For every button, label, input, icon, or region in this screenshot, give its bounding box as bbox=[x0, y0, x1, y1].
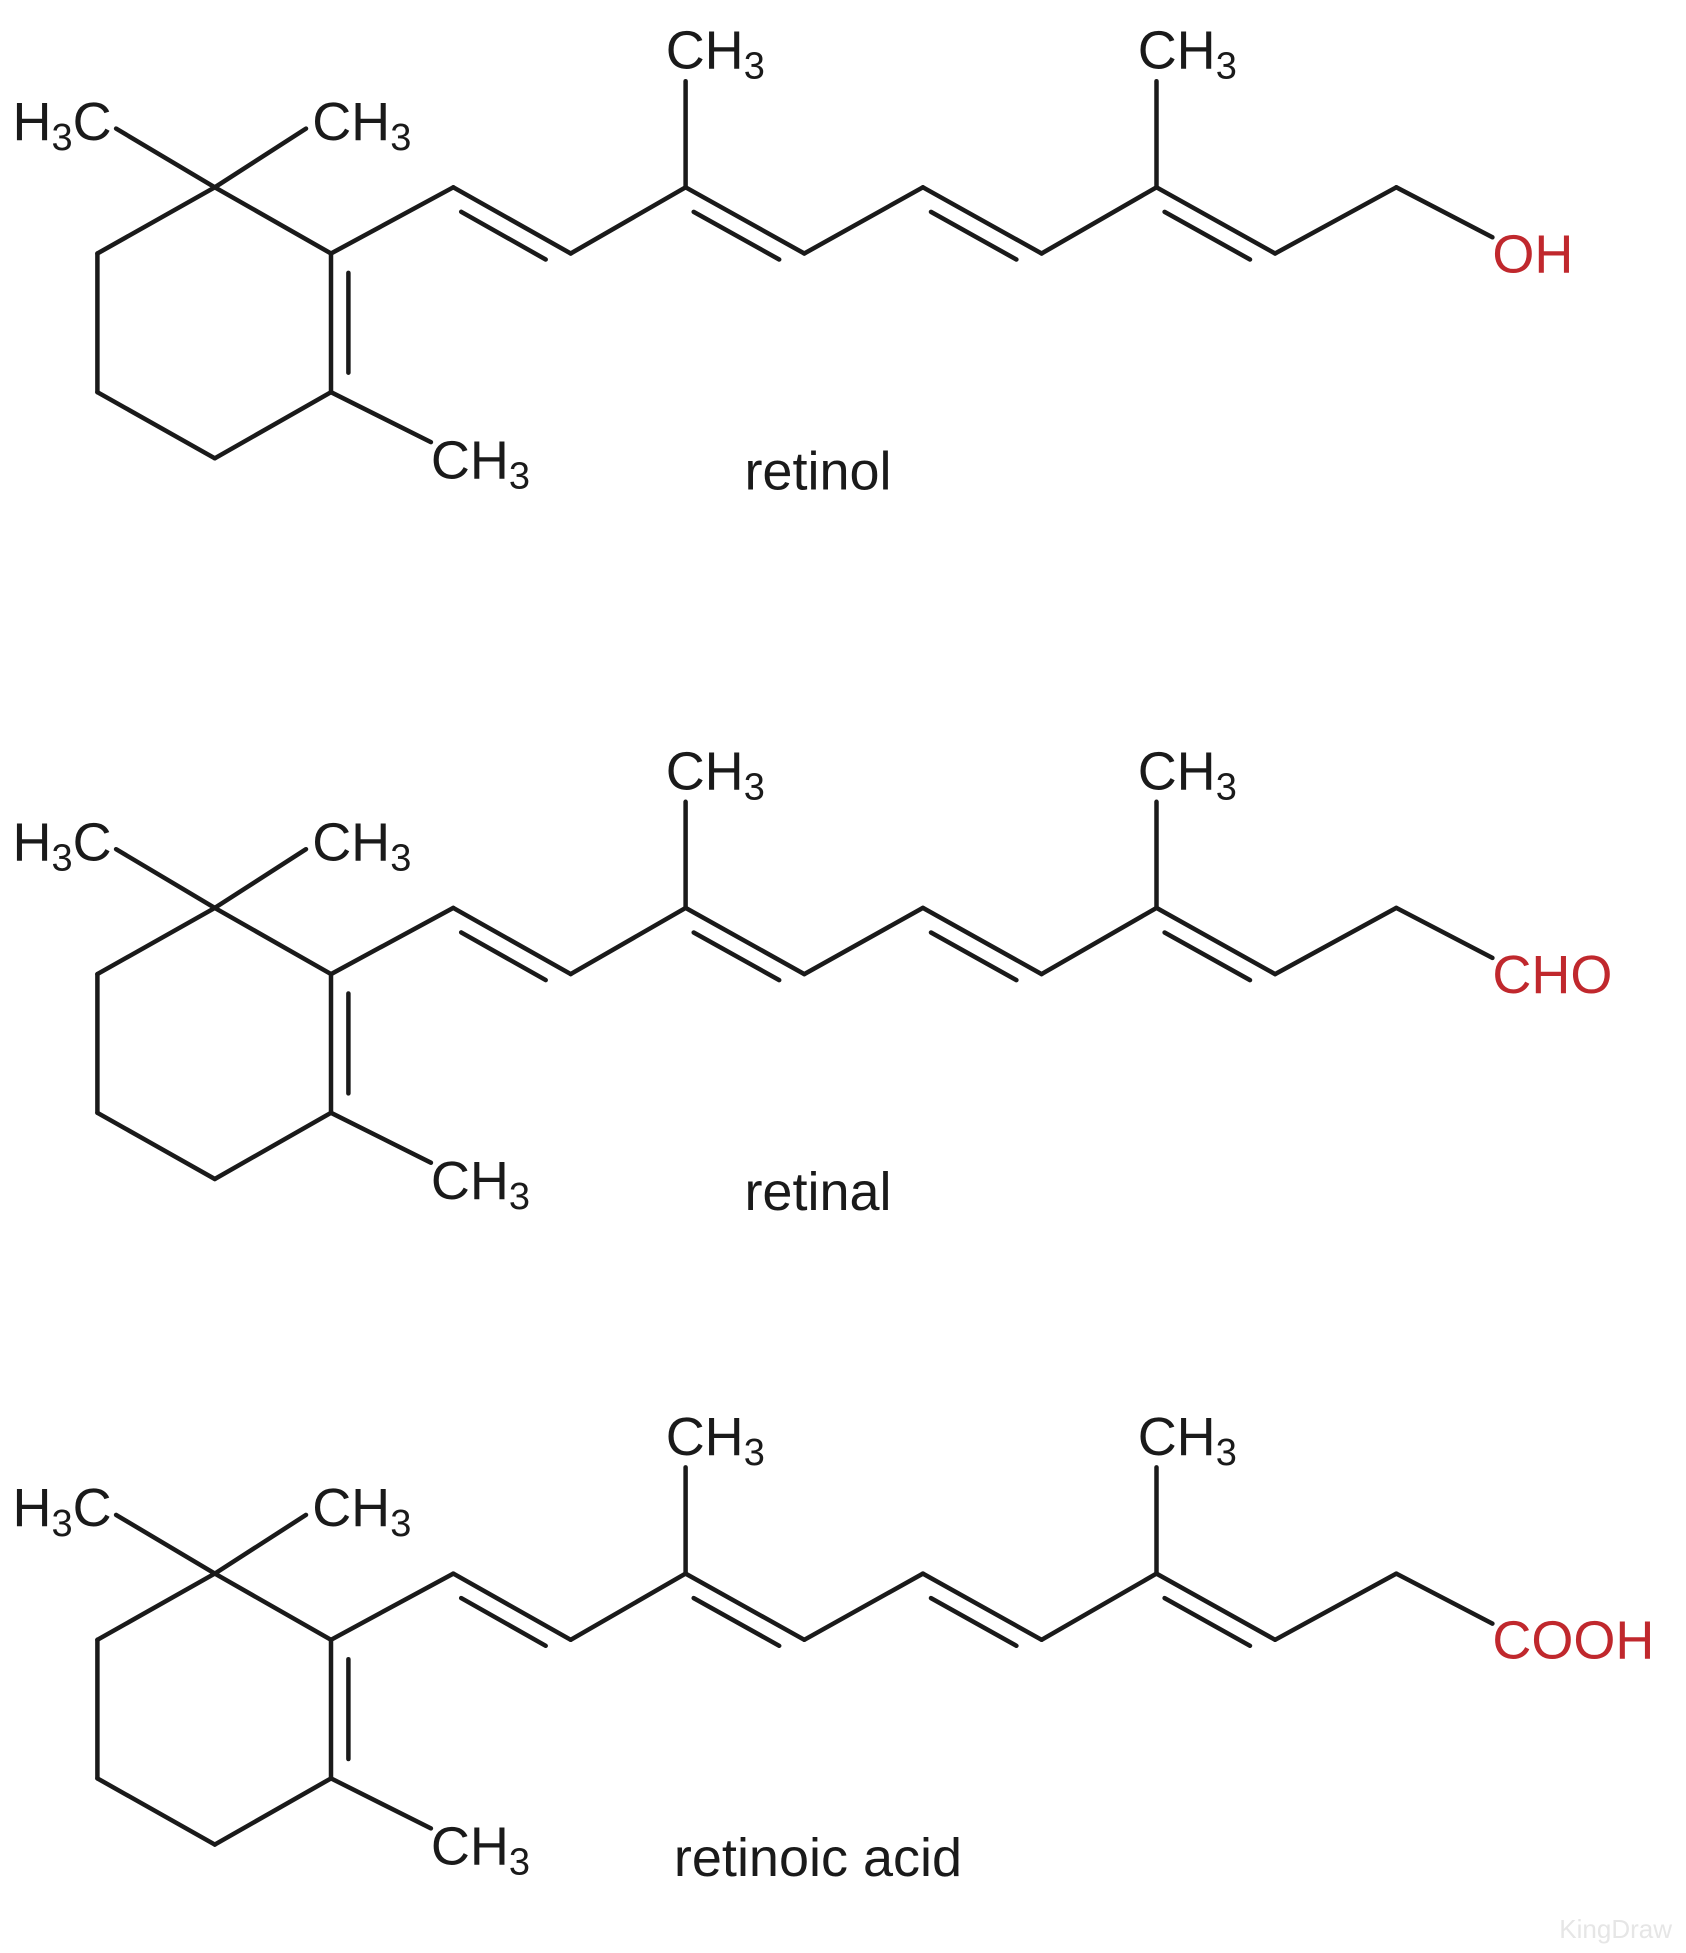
double-bond-inner bbox=[458, 930, 548, 983]
single-bond bbox=[212, 1110, 334, 1182]
single-bond bbox=[212, 1776, 334, 1847]
single-bond bbox=[95, 185, 218, 256]
single-bond bbox=[568, 185, 688, 256]
end-group-label: CHO bbox=[1492, 945, 1612, 1005]
single-bond bbox=[212, 185, 334, 256]
methyl-label: CH3 bbox=[312, 1478, 411, 1545]
double-bond-outer bbox=[920, 185, 1044, 256]
double-bond-inner bbox=[1162, 1595, 1253, 1649]
compound-name: retinoic acid bbox=[674, 1828, 962, 1888]
methyl-label: CH3 bbox=[666, 741, 765, 808]
single-bond bbox=[1039, 1571, 1159, 1643]
methyl-label: CH3 bbox=[431, 1817, 530, 1884]
compound-name: retinal bbox=[744, 1162, 891, 1222]
double-bond-inner bbox=[928, 1595, 1019, 1649]
single-bond bbox=[1272, 905, 1399, 977]
double-bond-outer bbox=[1154, 185, 1278, 256]
single-bond bbox=[212, 126, 309, 190]
single-bond bbox=[212, 846, 309, 911]
methyl-label: CH3 bbox=[666, 1407, 765, 1474]
methyl-label: CH3 bbox=[312, 813, 411, 880]
single-bond bbox=[1394, 185, 1495, 240]
single-bond bbox=[1272, 1571, 1399, 1643]
double-bond-outer bbox=[683, 185, 807, 256]
double-bond-outer bbox=[683, 1571, 807, 1643]
double-bond-outer bbox=[451, 185, 573, 256]
single-bond bbox=[212, 1571, 334, 1643]
double-bond-outer bbox=[451, 1571, 573, 1643]
single-bond bbox=[802, 185, 926, 256]
single-bond bbox=[113, 846, 218, 911]
single-bond bbox=[568, 905, 688, 977]
double-bond-outer bbox=[451, 905, 573, 977]
double-bond-outer bbox=[920, 905, 1044, 977]
single-bond bbox=[328, 905, 456, 977]
methyl-label: CH3 bbox=[431, 1151, 530, 1218]
double-bond-inner bbox=[458, 209, 548, 262]
double-bond-outer bbox=[683, 905, 807, 977]
double-bond-inner bbox=[691, 209, 782, 262]
single-bond bbox=[328, 1110, 434, 1165]
end-group-label: OH bbox=[1492, 224, 1573, 284]
end-group-label: COOH bbox=[1492, 1611, 1654, 1671]
single-bond bbox=[212, 1512, 309, 1576]
double-bond-inner bbox=[458, 1595, 548, 1649]
single-bond bbox=[802, 1571, 926, 1643]
methyl-label: CH3 bbox=[1138, 1407, 1237, 1474]
methyl-label: CH3 bbox=[312, 92, 411, 159]
double-bond-inner bbox=[928, 209, 1019, 262]
methyl-label: H3C bbox=[13, 813, 112, 880]
single-bond bbox=[212, 905, 334, 977]
single-bond bbox=[113, 1512, 218, 1576]
single-bond bbox=[95, 1571, 218, 1643]
single-bond bbox=[328, 1571, 456, 1643]
single-bond bbox=[802, 905, 926, 977]
double-bond-outer bbox=[1154, 905, 1278, 977]
single-bond bbox=[113, 126, 218, 190]
methyl-label: CH3 bbox=[1138, 741, 1237, 808]
single-bond bbox=[1039, 905, 1159, 977]
methyl-label: H3C bbox=[13, 1478, 112, 1545]
double-bond-inner bbox=[691, 930, 782, 983]
double-bond-inner bbox=[691, 1595, 782, 1649]
methyl-label: CH3 bbox=[431, 430, 530, 497]
single-bond bbox=[1394, 1571, 1495, 1626]
watermark: KingDraw bbox=[1559, 1914, 1672, 1944]
methyl-label: CH3 bbox=[1138, 21, 1237, 88]
methyl-label: H3C bbox=[13, 92, 112, 159]
single-bond bbox=[95, 905, 218, 977]
single-bond bbox=[95, 1110, 218, 1182]
compound-name: retinol bbox=[744, 442, 891, 502]
double-bond-inner bbox=[1162, 930, 1253, 983]
single-bond bbox=[568, 1571, 688, 1643]
double-bond-inner bbox=[928, 930, 1019, 983]
methyl-label: CH3 bbox=[666, 21, 765, 88]
single-bond bbox=[1272, 185, 1399, 256]
single-bond bbox=[212, 389, 334, 461]
single-bond bbox=[1394, 905, 1495, 961]
single-bond bbox=[328, 185, 456, 256]
single-bond bbox=[1039, 185, 1159, 256]
double-bond-inner bbox=[1162, 209, 1253, 262]
single-bond bbox=[328, 1776, 434, 1831]
double-bond-outer bbox=[1154, 1571, 1278, 1643]
single-bond bbox=[328, 389, 434, 445]
single-bond bbox=[95, 1776, 218, 1847]
double-bond-outer bbox=[920, 1571, 1044, 1643]
single-bond bbox=[95, 389, 218, 461]
